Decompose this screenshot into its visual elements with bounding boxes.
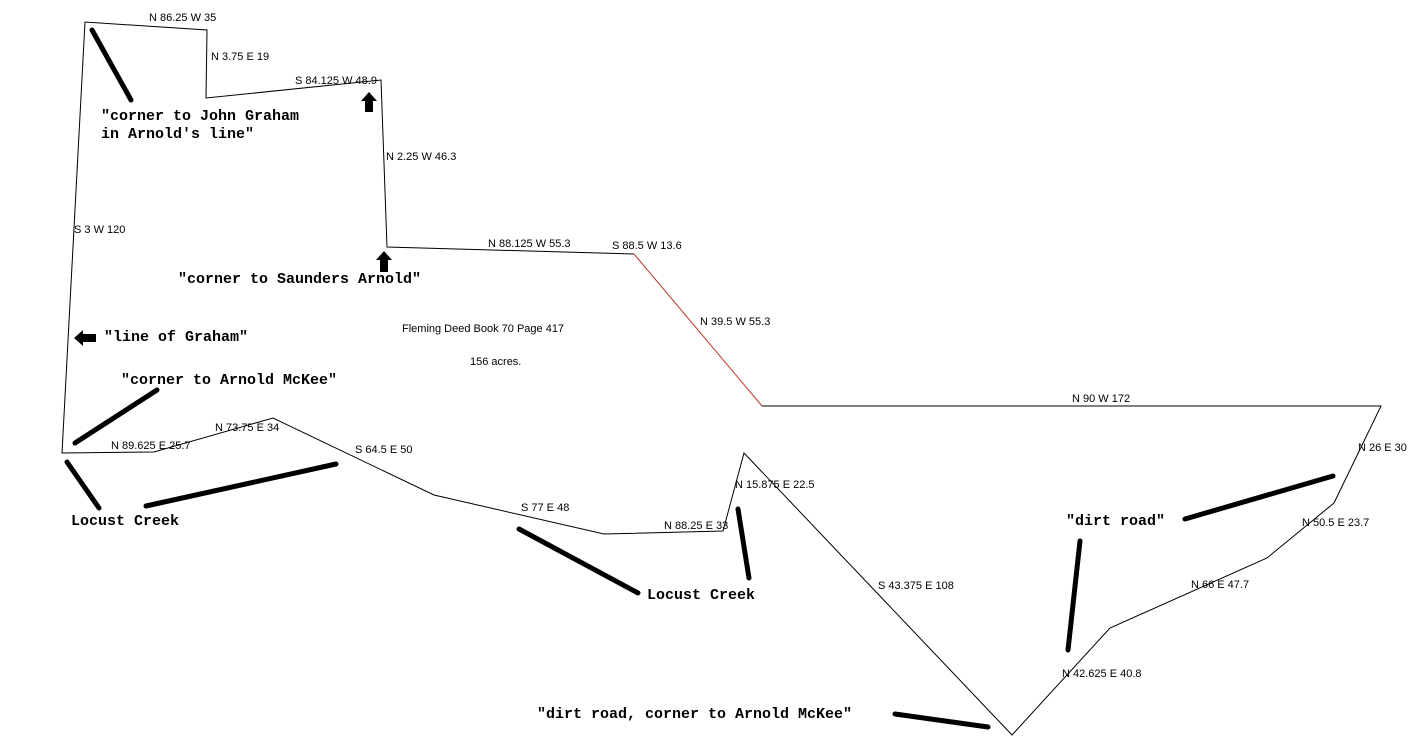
call-label: S 64.5 E 50 — [355, 444, 413, 456]
call-label: N 15.875 E 22.5 — [735, 479, 815, 491]
call-label: N 3.75 E 19 — [211, 51, 269, 63]
call-label: S 84.125 W 48.9 — [295, 75, 377, 87]
call-label: N 90 W 172 — [1072, 393, 1130, 405]
call-labels: N 86.25 W 35 N 3.75 E 19 S 84.125 W 48.9… — [74, 12, 1407, 680]
boundary-highlight-segment — [633, 253, 763, 407]
pointer-markers — [64, 27, 1336, 730]
boundary-line — [61, 21, 1382, 736]
note-saunders-arnold: "corner to Saunders Arnold" — [178, 271, 421, 288]
annotations: "corner to John Graham in Arnold's line"… — [71, 108, 1165, 723]
marker-line — [143, 461, 339, 509]
call-label: S 3 W 120 — [74, 224, 125, 236]
note-john-graham: in Arnold's line" — [101, 126, 254, 143]
marker-line — [892, 711, 991, 730]
note-locust-creek: Locust Creek — [71, 513, 179, 530]
marker-line — [64, 459, 102, 511]
call-label: N 88.125 W 55.3 — [488, 238, 571, 250]
call-label: N 73.75 E 34 — [215, 422, 279, 434]
marker-line — [1065, 538, 1083, 653]
call-label: N 66 E 47.7 — [1191, 579, 1249, 591]
call-label: N 86.25 W 35 — [149, 12, 216, 24]
call-label: S 77 E 48 — [521, 502, 569, 514]
acreage: 156 acres. — [470, 356, 521, 368]
call-label: S 88.5 W 13.6 — [612, 240, 682, 252]
call-label: N 39.5 W 55.3 — [700, 316, 770, 328]
up-arrow-icon — [376, 251, 392, 272]
deed-title: Fleming Deed Book 70 Page 417 — [402, 323, 564, 335]
call-label: N 42.625 E 40.8 — [1062, 668, 1142, 680]
marker-line — [89, 27, 134, 103]
marker-line — [1182, 473, 1336, 522]
marker-line — [516, 526, 641, 596]
left-arrow-icon — [74, 330, 96, 346]
call-label: N 89.625 E 25.7 — [111, 440, 191, 452]
note-arnold-mckee: "corner to Arnold McKee" — [121, 372, 337, 389]
call-label: N 2.25 W 46.3 — [386, 151, 456, 163]
note-line-of-graham: "line of Graham" — [104, 329, 248, 346]
note-locust-creek: Locust Creek — [647, 587, 755, 604]
marker-line — [735, 506, 752, 581]
note-dirt-road: "dirt road" — [1066, 513, 1165, 530]
call-label: S 43.375 E 108 — [878, 580, 954, 592]
call-label: N 88.25 E 33 — [664, 520, 728, 532]
call-label: N 26 E 30 — [1358, 442, 1407, 454]
note-dirt-road-corner: "dirt road, corner to Arnold McKee" — [537, 706, 852, 723]
marker-line — [72, 387, 160, 446]
up-arrow-icon — [361, 92, 377, 112]
call-label: N 50.5 E 23.7 — [1302, 517, 1369, 529]
note-john-graham: "corner to John Graham — [101, 108, 299, 125]
